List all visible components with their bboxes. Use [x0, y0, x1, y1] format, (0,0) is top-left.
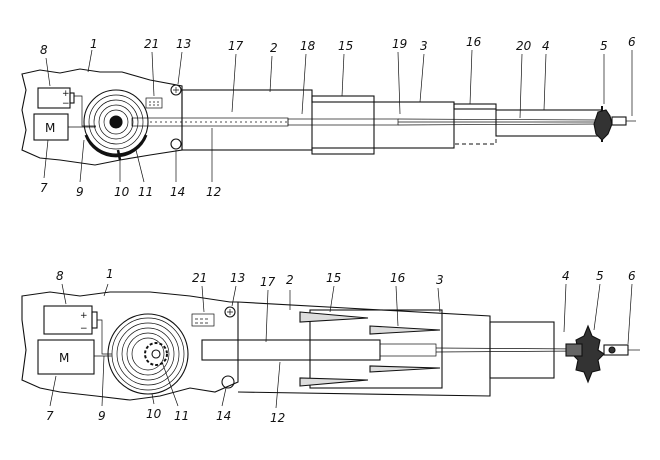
label-8-top: 8 — [40, 43, 48, 57]
label-6-bottom: 6 — [628, 269, 636, 283]
label-10-bottom: 10 — [146, 407, 162, 421]
drum-10-top — [83, 89, 149, 155]
label-10-top: 10 — [114, 185, 130, 199]
label-9-bottom: 9 — [98, 409, 106, 423]
label-11-bottom: 11 — [174, 409, 189, 423]
tube-2-bottom — [237, 301, 491, 397]
label-3-top: 3 — [420, 39, 428, 53]
wedge-15-bottom-upper — [299, 311, 369, 323]
battery-plus-bottom: + — [80, 311, 88, 321]
label-11-top: 11 — [138, 185, 153, 199]
label-1-top: 1 — [90, 37, 98, 51]
housing-1-bottom — [21, 291, 239, 401]
motor-label-top: M — [45, 121, 55, 135]
switch-21-top — [145, 97, 163, 109]
wedge-15-bottom-lower — [299, 377, 369, 387]
battery-minus-top: − — [62, 99, 70, 109]
label-17-bottom: 17 — [260, 275, 276, 289]
housing-1-top — [21, 68, 183, 166]
gear-11-bottom — [144, 342, 168, 366]
tube-3-bottom — [309, 309, 443, 389]
label-12-bottom: 12 — [270, 411, 285, 425]
wedge-16-bottom-upper — [369, 325, 441, 335]
rod-18-top — [287, 118, 399, 126]
label-4-top: 4 — [542, 39, 550, 53]
tube-16-top — [453, 103, 497, 145]
label-15-bottom: 15 — [326, 271, 341, 285]
figure-top: + − M — [21, 35, 636, 199]
switch-21-bottom — [191, 313, 215, 327]
label-12-top: 12 — [206, 185, 221, 199]
tube-4-top — [495, 109, 603, 137]
label-3-bottom: 3 — [436, 273, 444, 287]
label-19-top: 19 — [392, 37, 407, 51]
label-2-top: 2 — [270, 41, 278, 55]
label-18-top: 18 — [300, 39, 316, 53]
head-5-top — [593, 109, 613, 141]
label-8-bottom: 8 — [56, 269, 64, 283]
wedge-16-bottom-lower — [369, 365, 441, 373]
label-9-top: 9 — [76, 185, 84, 199]
button-13-top — [170, 84, 182, 96]
button-14-top — [170, 138, 182, 150]
label-5-top: 5 — [600, 39, 608, 53]
rod-17-bottom — [379, 343, 437, 357]
label-6-top: 6 — [628, 35, 636, 49]
label-14-top: 14 — [170, 185, 185, 199]
tip-6-bottom — [603, 344, 629, 356]
label-21-top: 21 — [144, 37, 159, 51]
label-13-top: 13 — [176, 37, 191, 51]
label-15-top: 15 — [338, 39, 353, 53]
label-13-bottom: 13 — [230, 271, 245, 285]
label-7-bottom: 7 — [46, 409, 54, 423]
battery-minus-bottom: − — [80, 324, 88, 334]
label-4-bottom: 4 — [562, 269, 570, 283]
label-16-top: 16 — [466, 35, 482, 49]
battery-plus-top: + — [62, 89, 70, 99]
label-1-bottom: 1 — [106, 267, 114, 281]
label-17-top: 17 — [228, 39, 244, 53]
rod-12-bottom — [201, 339, 381, 361]
label-14-bottom: 14 — [216, 409, 231, 423]
tube-4-bottom — [489, 321, 555, 379]
tube-2-top — [181, 89, 313, 151]
label-20-top: 20 — [516, 39, 532, 53]
label-2-bottom: 2 — [286, 273, 294, 287]
motor-label-bottom: M — [59, 351, 69, 365]
button-13-bottom — [224, 306, 236, 318]
label-16-bottom: 16 — [390, 271, 406, 285]
label-21-bottom: 21 — [192, 271, 207, 285]
drum-10-bottom — [107, 313, 189, 395]
motor-7-bottom — [37, 339, 95, 375]
tip-6-top — [611, 116, 627, 126]
label-7-top: 7 — [40, 181, 48, 195]
button-14-bottom — [221, 375, 235, 389]
figure-bottom: + − M — [21, 267, 640, 425]
label-5-bottom: 5 — [596, 269, 604, 283]
